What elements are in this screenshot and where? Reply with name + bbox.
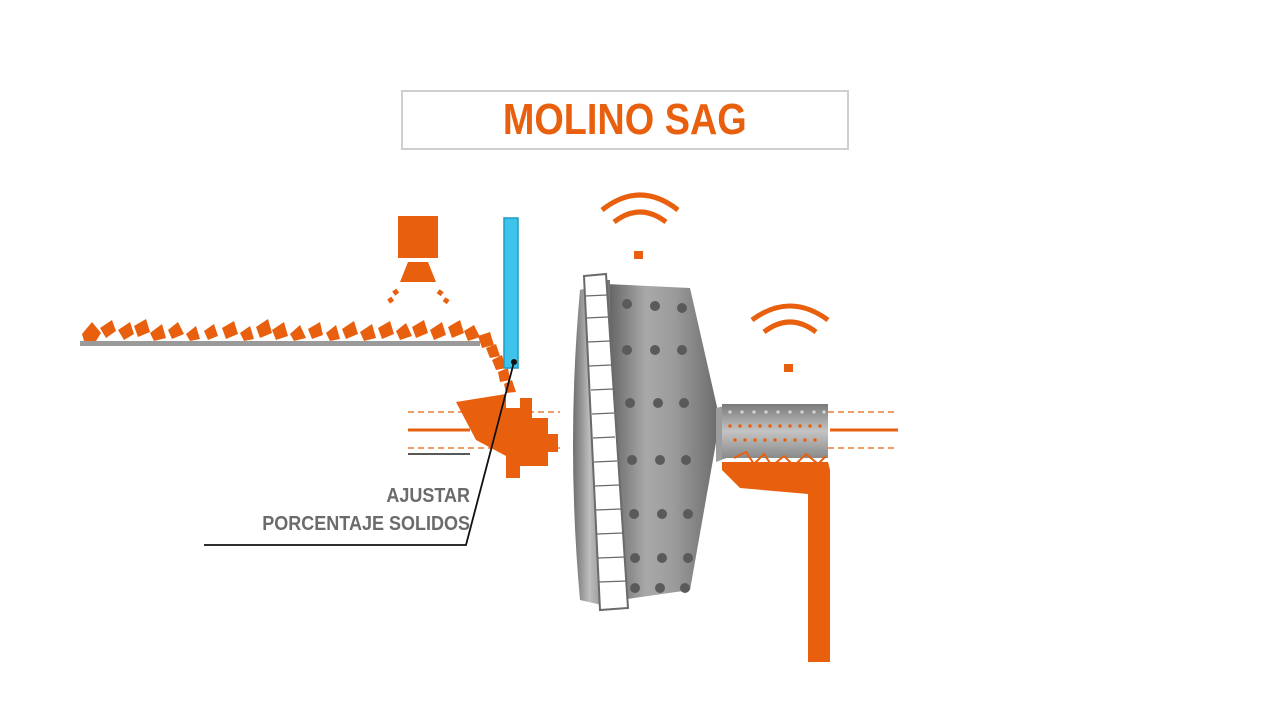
- annotation-line-2: PORCENTAJE SOLIDOS: [262, 513, 470, 535]
- title-box: MOLINO SAG: [401, 90, 849, 150]
- annotation-leader-line: [204, 359, 517, 546]
- trommel-screen: [722, 404, 828, 468]
- annotation-label: AJUSTAR PORCENTAJE SOLIDOS: [227, 482, 470, 538]
- discharge-chute: [722, 462, 830, 662]
- water-pipe: [503, 217, 519, 369]
- annotation-line-1: AJUSTAR: [386, 485, 470, 507]
- drum-holes: [622, 299, 693, 593]
- page-title: MOLINO SAG: [503, 95, 747, 144]
- conveyor-belt: [80, 319, 516, 393]
- feed-hopper-icon: [387, 216, 450, 305]
- ore-pile: [82, 319, 516, 393]
- feed-chute: [456, 394, 558, 478]
- sag-mill-drum: [573, 272, 732, 612]
- wireless-signal-icon: [600, 192, 680, 259]
- wireless-signal-icon: [750, 303, 830, 372]
- girth-gear: [582, 272, 630, 612]
